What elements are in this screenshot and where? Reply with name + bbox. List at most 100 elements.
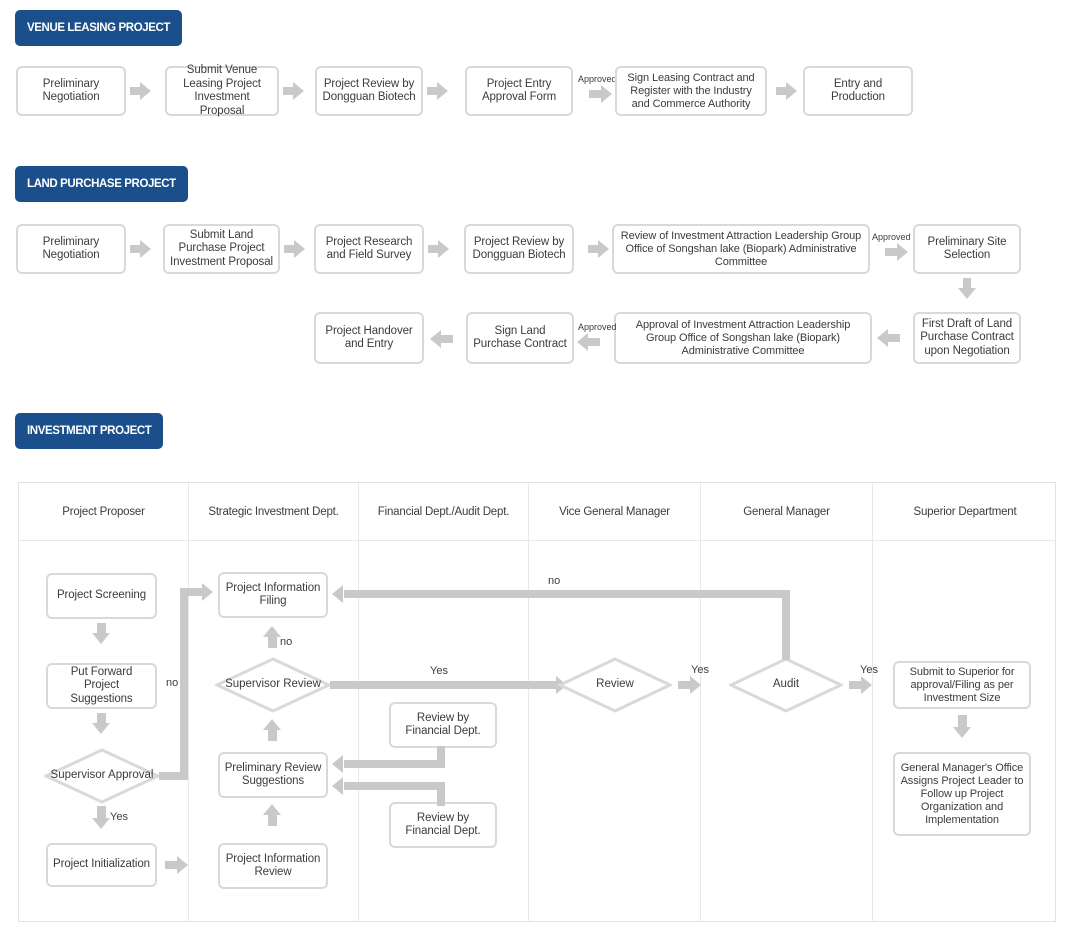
flow-box-land-3: Project Research and Field Survey (314, 224, 424, 274)
arrow-stem-sr-up-filing (268, 634, 277, 648)
flow-box-venue-5: Sign Leasing Contract and Register with … (615, 66, 767, 116)
arrow-right-land-2 (294, 240, 305, 258)
arrow-stem-land-2 (284, 245, 296, 253)
arrow-right-land-1 (140, 240, 151, 258)
arrow-right-land-5 (897, 243, 908, 261)
edge-seg-fin2-horizontal (344, 782, 445, 790)
flow-box-venue-3: Project Review by Dongguan Biotech (315, 66, 423, 116)
arrow-left-fin2-to-prelim (332, 777, 343, 795)
node-label-supervisor-review: Supervisor Review (225, 678, 321, 691)
arrow-up-prelim-to-review (263, 719, 281, 730)
arrow-right-venue-5 (786, 82, 797, 100)
flow-box-venue-1: Preliminary Negotiation (16, 66, 126, 116)
arrow-right-land-4 (598, 240, 609, 258)
node-project-information-filing: Project Information Filing (218, 572, 328, 618)
node-label-audit: Audit (772, 678, 800, 691)
edge-label-land-approved-2: Approved (578, 322, 617, 332)
edge-seg-audit-no-horizontal (344, 590, 790, 598)
arrow-stem-pi-right (165, 861, 179, 869)
arrow-right-review-yes (690, 676, 701, 694)
flow-box-land-10: Project Handover and Entry (314, 312, 424, 364)
node-review-by-financial-dept-2: Review by Financial Dept. (389, 802, 497, 848)
swimlane-column-vice-general-manager: Vice General Manager (529, 483, 701, 921)
flow-box-venue-4: Project Entry Approval Form (465, 66, 573, 116)
swimlane-header-financial-audit: Financial Dept./Audit Dept. (359, 483, 528, 541)
edge-label-supervisor-approval-no: no (166, 677, 179, 689)
edge-label-supervisor-review-no: no (280, 636, 293, 648)
flow-box-land-7: First Draft of Land Purchase Contract up… (913, 312, 1021, 364)
arrow-stem-pir-up (268, 812, 277, 826)
node-submit-to-superior: Submit to Superior for approval/Filing a… (893, 661, 1031, 709)
diamond-shape-supervisor-review (215, 657, 331, 713)
arrow-right-project-initialization (177, 856, 188, 874)
arrow-right-audit-yes (861, 676, 872, 694)
arrow-stem-land-down (963, 278, 971, 290)
arrow-stem-land-8 (439, 335, 453, 343)
arrow-stem-sa-down (97, 806, 106, 820)
flow-box-land-9: Sign Land Purchase Contract (466, 312, 574, 364)
swimlane-header-project-proposer: Project Proposer (19, 483, 188, 541)
diamond-shape-audit (729, 657, 843, 713)
arrow-stem-land-5 (885, 248, 899, 256)
edge-seg-supervisor-review-yes (330, 681, 558, 689)
node-project-information-review: Project Information Review (218, 843, 328, 889)
arrow-left-audit-no (332, 585, 343, 603)
diamond-shape-supervisor-approval (44, 748, 160, 804)
edge-seg-fin2-vertical (437, 782, 445, 806)
node-review-by-financial-dept-1: Review by Financial Dept. (389, 702, 497, 748)
edge-label-review-yes: Yes (691, 664, 709, 676)
node-audit: Audit (729, 657, 843, 713)
flow-box-venue-2: Submit Venue Leasing Project Investment … (165, 64, 279, 117)
arrow-stem-land-7 (586, 338, 600, 346)
arrow-right-loop-no-filing (202, 583, 213, 601)
edge-label-supervisor-approval-yes: Yes (110, 811, 128, 823)
swimlane-table: Project Proposer Strategic Investment De… (18, 482, 1057, 922)
node-project-initialization: Project Initialization (46, 843, 157, 887)
arrow-left-land-1 (877, 329, 888, 347)
swimlane-column-superior-department: Superior Department (873, 483, 1057, 921)
arrow-stem-pf-down (97, 713, 106, 725)
flow-box-venue-6: Entry and Production (803, 66, 913, 116)
diamond-shape-review (558, 657, 672, 713)
arrow-stem-land-1 (130, 245, 142, 253)
arrow-stem-venue-5 (776, 87, 788, 95)
node-put-forward-project-suggestions: Put Forward Project Suggestions (46, 663, 157, 709)
arrow-right-venue-3 (437, 82, 448, 100)
flow-box-land-2: Submit Land Purchase Project Investment … (163, 224, 280, 274)
swimlane-column-strategic-investment: Strategic Investment Dept. (189, 483, 359, 921)
edge-label-audit-yes: Yes (860, 664, 878, 676)
section-badge-land-purchase: LAND PURCHASE PROJECT (15, 166, 188, 202)
node-review: Review (558, 657, 672, 713)
node-project-screening: Project Screening (46, 573, 157, 619)
section-badge-venue-leasing: VENUE LEASING PROJECT (15, 10, 183, 46)
edge-seg-audit-no-vertical (782, 590, 790, 660)
swimlane-header-vice-general-manager: Vice General Manager (529, 483, 700, 541)
swimlane-header-strategic-investment: Strategic Investment Dept. (189, 483, 358, 541)
node-preliminary-review-suggestions: Preliminary Review Suggestions (218, 752, 328, 798)
arrow-stem-land-4 (588, 245, 600, 253)
arrow-down-project-screening (92, 633, 110, 644)
edge-seg-fin1-vertical (437, 746, 445, 768)
arrow-right-venue-4 (601, 85, 612, 103)
flow-box-land-6: Preliminary Site Selection (913, 224, 1021, 274)
loop-no-seg-horizontal-top (180, 588, 204, 596)
flow-box-land-4: Project Review by Dongguan Biotech (464, 224, 574, 274)
arrow-stem-review-yes (678, 681, 692, 689)
node-supervisor-approval: Supervisor Approval (44, 748, 160, 804)
arrow-down-supervisor-approval-yes (92, 818, 110, 829)
arrow-stem-land-6 (886, 334, 900, 342)
arrow-right-venue-2 (293, 82, 304, 100)
arrow-left-land-3 (430, 330, 441, 348)
edge-label-land-approved-1: Approved (872, 232, 911, 242)
arrow-up-supervisor-review-no (263, 626, 281, 637)
loop-no-seg-horizontal-bottom (159, 772, 188, 780)
swimlane-header-general-manager: General Manager (701, 483, 872, 541)
arrow-stem-superior-down (958, 715, 967, 729)
flow-box-land-8: Approval of Investment Attraction Leader… (614, 312, 872, 364)
arrow-stem-ps-down (97, 623, 106, 635)
arrow-stem-venue-1 (130, 87, 142, 95)
section-badge-investment: INVESTMENT PROJECT (15, 413, 164, 449)
arrow-up-info-review-to-prelim (263, 804, 281, 815)
swimlane-header-superior-department: Superior Department (873, 483, 1057, 541)
edge-label-audit-no: no (548, 575, 561, 587)
